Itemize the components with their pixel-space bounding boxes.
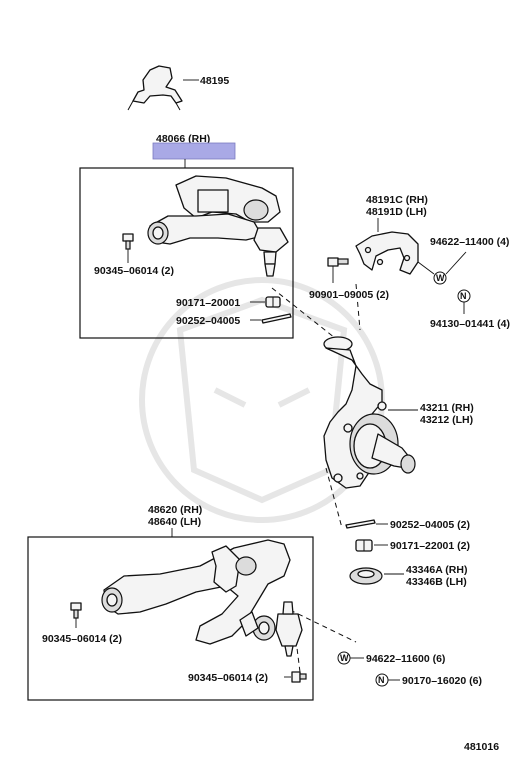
assembly-line-bracket <box>355 283 361 331</box>
nut-90171-22001-part <box>355 539 373 552</box>
highlight-box-48066 <box>152 142 236 160</box>
nut-94130-01441-symbol: N <box>457 289 471 303</box>
lower-control-arm-part <box>101 539 291 645</box>
dust-seal-43346-part <box>349 567 383 585</box>
assembly-line-lower <box>289 609 357 643</box>
assembly-line-upper <box>271 287 336 339</box>
label-48191c-rh: 48191C (RH) <box>366 194 428 206</box>
bolt-90345-top-part <box>122 233 134 250</box>
label-94622-11600: 94622–11600 (6) <box>366 653 445 665</box>
label-90252-bottom: 90252–04005 (2) <box>390 519 470 531</box>
label-48066-rh: 48066 (RH) <box>156 133 210 145</box>
figure-number: 481016 <box>464 741 499 753</box>
leader-94622-11400-line <box>417 261 435 275</box>
label-90171-22001: 90171–22001 (2) <box>390 540 470 552</box>
nut-90170-16020-symbol: N <box>375 673 389 687</box>
upper-arm-group-box <box>79 167 294 339</box>
bolt-90345-left-part <box>70 602 82 619</box>
assembly-line-knuckle <box>325 467 343 529</box>
upper-control-arm-part <box>147 175 289 277</box>
label-48620-rh: 48620 (RH) <box>148 504 202 516</box>
bracket-48191-part <box>355 231 419 275</box>
label-43346a-rh: 43346A (RH) <box>406 564 467 576</box>
label-43211-rh: 43211 (RH) <box>420 402 474 414</box>
cotter-pin-90252-bottom-part <box>345 519 376 529</box>
bolt-90345-bottom-part <box>291 671 307 683</box>
label-94130-01441: 94130–01441 (4) <box>430 318 510 330</box>
steering-knuckle-part <box>323 336 416 489</box>
cotter-pin-90252-top-part <box>261 313 292 324</box>
bracket-48195-part <box>127 65 183 111</box>
leader-94622-11400 <box>445 251 467 275</box>
nut-mark-n-lower: N <box>378 675 385 685</box>
nut-mark-n: N <box>460 291 467 301</box>
label-48195: 48195 <box>200 75 229 87</box>
washer-94622-11600-symbol: W <box>337 651 351 665</box>
nut-90171-20001-part <box>265 296 281 308</box>
label-90901-09005: 90901–09005 (2) <box>309 289 389 301</box>
label-48191d-lh: 48191D (LH) <box>366 206 427 218</box>
washer-mark-w-lower: W <box>340 653 349 663</box>
label-90345-top: 90345–06014 (2) <box>94 265 174 277</box>
label-90345-bottom: 90345–06014 (2) <box>188 672 268 684</box>
bolt-90901-09005-part <box>327 257 349 267</box>
label-94622-11400: 94622–11400 (4) <box>430 236 509 248</box>
lower-ball-joint-part <box>275 601 303 657</box>
washer-94622-11400-symbol: W <box>433 271 447 285</box>
label-43346b-lh: 43346B (LH) <box>406 576 467 588</box>
label-90345-left: 90345–06014 (2) <box>42 633 122 645</box>
label-43212-lh: 43212 (LH) <box>420 414 473 426</box>
label-90171-20001: 90171–20001 <box>176 297 240 309</box>
label-90252-top: 90252–04005 <box>176 315 240 327</box>
label-90170-16020: 90170–16020 (6) <box>402 675 482 687</box>
label-48640-lh: 48640 (LH) <box>148 516 201 528</box>
washer-mark-w: W <box>436 273 445 283</box>
lower-arm-group-box <box>27 536 314 701</box>
